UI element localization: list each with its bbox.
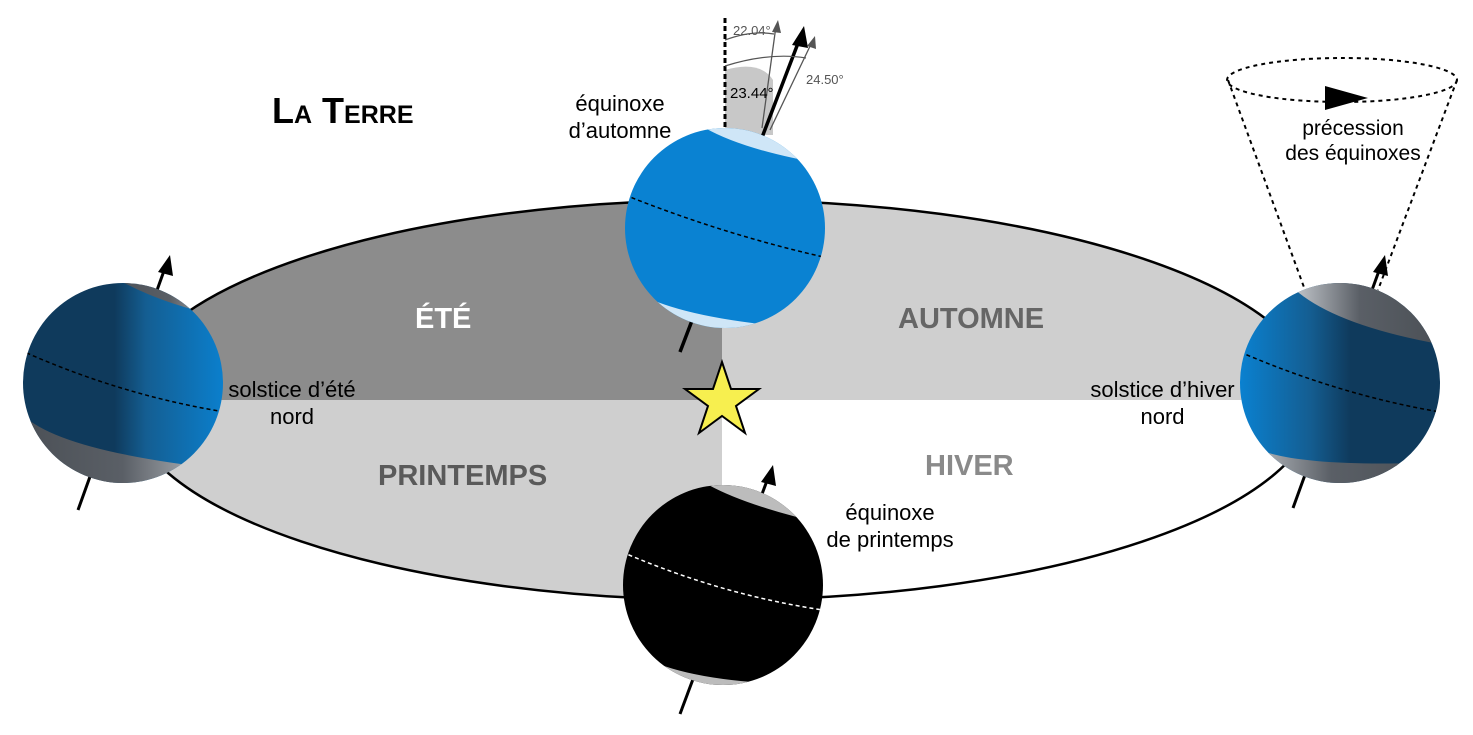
angle-max: 24.50° [806, 72, 844, 87]
label-line: précession [1302, 117, 1404, 140]
season-spring: PRINTEMPS [378, 460, 548, 492]
label-summer-solstice: solstice d’été nord [222, 376, 362, 430]
label-spring-equinox: équinoxe de printemps [810, 499, 970, 553]
label-line: nord [1140, 404, 1185, 429]
label-autumn-equinox: équinoxe d’automne [560, 90, 680, 144]
label-line: équinoxe [575, 91, 665, 116]
season-summer: ÉTÉ [415, 303, 472, 335]
page-title: La Terre [272, 90, 414, 132]
season-winter: HIVER [925, 450, 1014, 482]
precession-arrow-icon [1325, 86, 1368, 110]
axis-arrow-icon [158, 255, 173, 276]
label-line: équinoxe [845, 500, 935, 525]
title-text: La Terre [272, 90, 414, 131]
sun-star-icon [681, 358, 763, 436]
axis-arrow-icon [792, 26, 808, 48]
label-line: des équinoxes [1285, 142, 1421, 165]
angle-current: 23.44° [730, 85, 774, 102]
label-line: de printemps [826, 527, 954, 552]
season-autumn: AUTOMNE [898, 303, 1045, 335]
label-precession: précession des équinoxes [1278, 116, 1428, 166]
axis-arrow-icon [1373, 255, 1388, 276]
label-line: solstice d’été [228, 377, 356, 402]
label-line: d’automne [568, 118, 672, 143]
label-winter-solstice: solstice d’hiver nord [1085, 376, 1240, 430]
angle-min: 22.04° [733, 23, 771, 38]
label-line: nord [269, 404, 315, 429]
axis-arrow-icon [761, 465, 776, 486]
label-line: solstice d’hiver [1090, 377, 1235, 402]
